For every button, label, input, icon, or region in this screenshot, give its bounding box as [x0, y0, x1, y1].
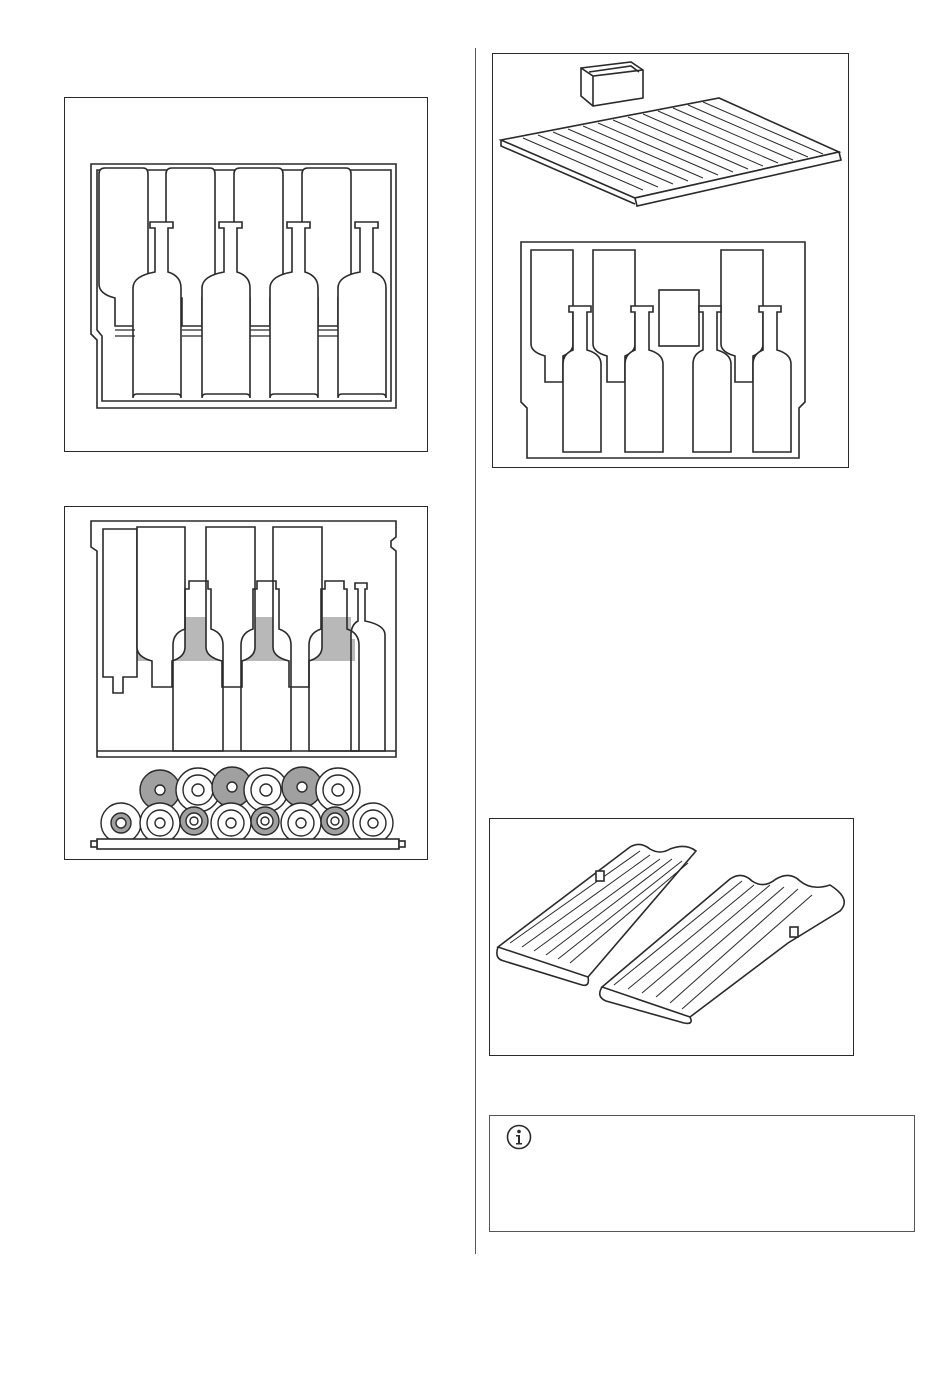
stacked-bottles-drawing — [65, 507, 429, 861]
storage-box — [581, 62, 643, 106]
figure-bottle-rack-alternating — [64, 97, 428, 452]
rack-insert-box — [659, 290, 699, 346]
back-bottles — [103, 527, 322, 693]
info-note-box — [489, 1115, 915, 1232]
column-divider — [475, 48, 476, 1254]
info-icon — [506, 1124, 532, 1150]
slatted-shelf — [501, 98, 841, 206]
ribbed-inserts-drawing — [490, 819, 855, 1057]
figure-shelf-with-box-and-bottle-rack — [492, 53, 849, 468]
shelf-front-bar — [97, 839, 399, 849]
figure-bottle-rack-with-stacked-bottles — [64, 506, 428, 860]
bottle-rack-drawing — [65, 98, 429, 453]
figure-two-ribbed-shelf-inserts — [489, 818, 854, 1056]
front-bottles — [173, 581, 385, 751]
shelf-box-rack-drawing — [493, 54, 850, 469]
stacked-bottle-ends — [101, 767, 393, 843]
